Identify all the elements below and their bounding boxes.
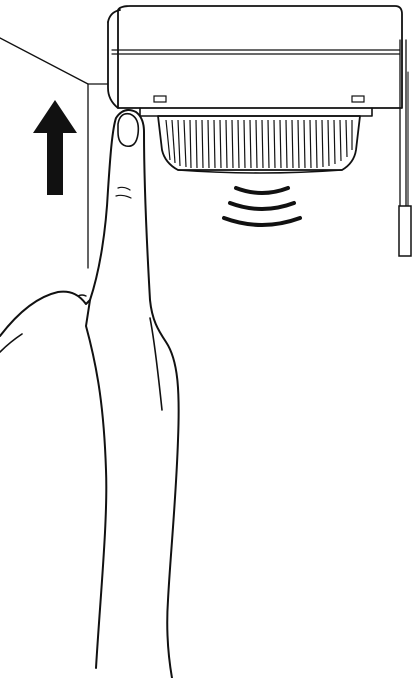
pressing-hand	[0, 110, 179, 678]
fingernail	[118, 114, 138, 147]
smoke-detector	[108, 6, 411, 256]
arrow-up-icon	[33, 100, 77, 195]
detector-sensor-head	[158, 116, 360, 173]
detector-tab-left	[154, 96, 166, 102]
hand-knuckles	[0, 292, 90, 336]
index-finger	[86, 110, 179, 678]
detector-housing	[118, 6, 402, 108]
detector-tab-right	[352, 96, 364, 102]
detector-cable	[399, 40, 411, 256]
sound-waves-icon	[224, 188, 300, 225]
